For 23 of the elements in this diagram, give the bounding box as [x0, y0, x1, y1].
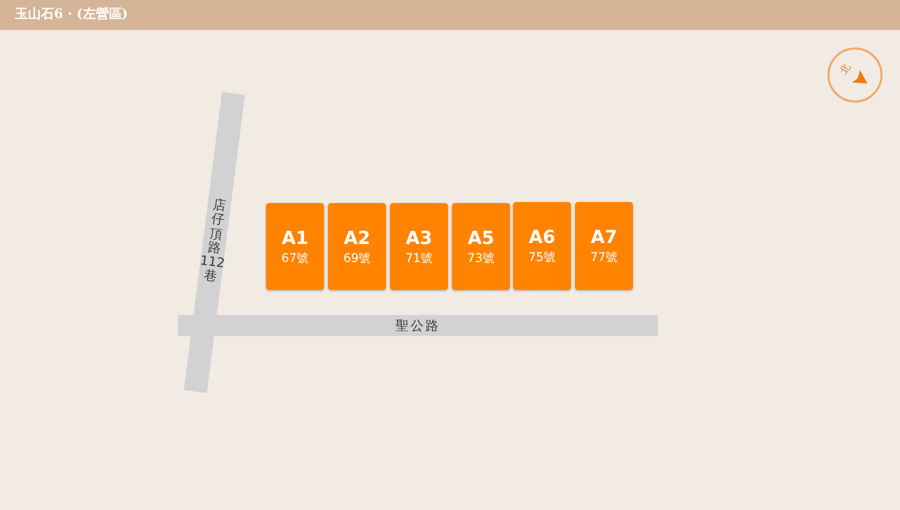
- house-number: 77號: [590, 249, 618, 265]
- lot-label: A1: [282, 228, 308, 250]
- road-name: 店仔頂路112巷: [198, 198, 228, 286]
- house-number: 71號: [405, 250, 433, 266]
- lot-label: A5: [468, 228, 494, 250]
- house-number: 73號: [467, 250, 495, 266]
- house-number: 75號: [528, 249, 556, 265]
- road-name: 聖公路: [396, 318, 440, 334]
- lot-block: [390, 203, 448, 290]
- house-number: 67號: [281, 250, 309, 266]
- compass-label: 北: [838, 62, 854, 77]
- lot-block: [452, 203, 510, 290]
- house-number: 69號: [343, 250, 371, 266]
- lot-label: A3: [406, 228, 432, 250]
- lot-block: [328, 203, 386, 290]
- lot-block: [575, 202, 633, 290]
- lot-label: A6: [528, 227, 556, 249]
- lot-block: [266, 203, 324, 290]
- page-title: 玉山石6 · (左營區): [15, 6, 128, 24]
- lot-label: A2: [344, 228, 370, 250]
- road-band: [193, 92, 246, 315]
- lot-block: [513, 202, 571, 290]
- lot-label: A7: [590, 227, 618, 249]
